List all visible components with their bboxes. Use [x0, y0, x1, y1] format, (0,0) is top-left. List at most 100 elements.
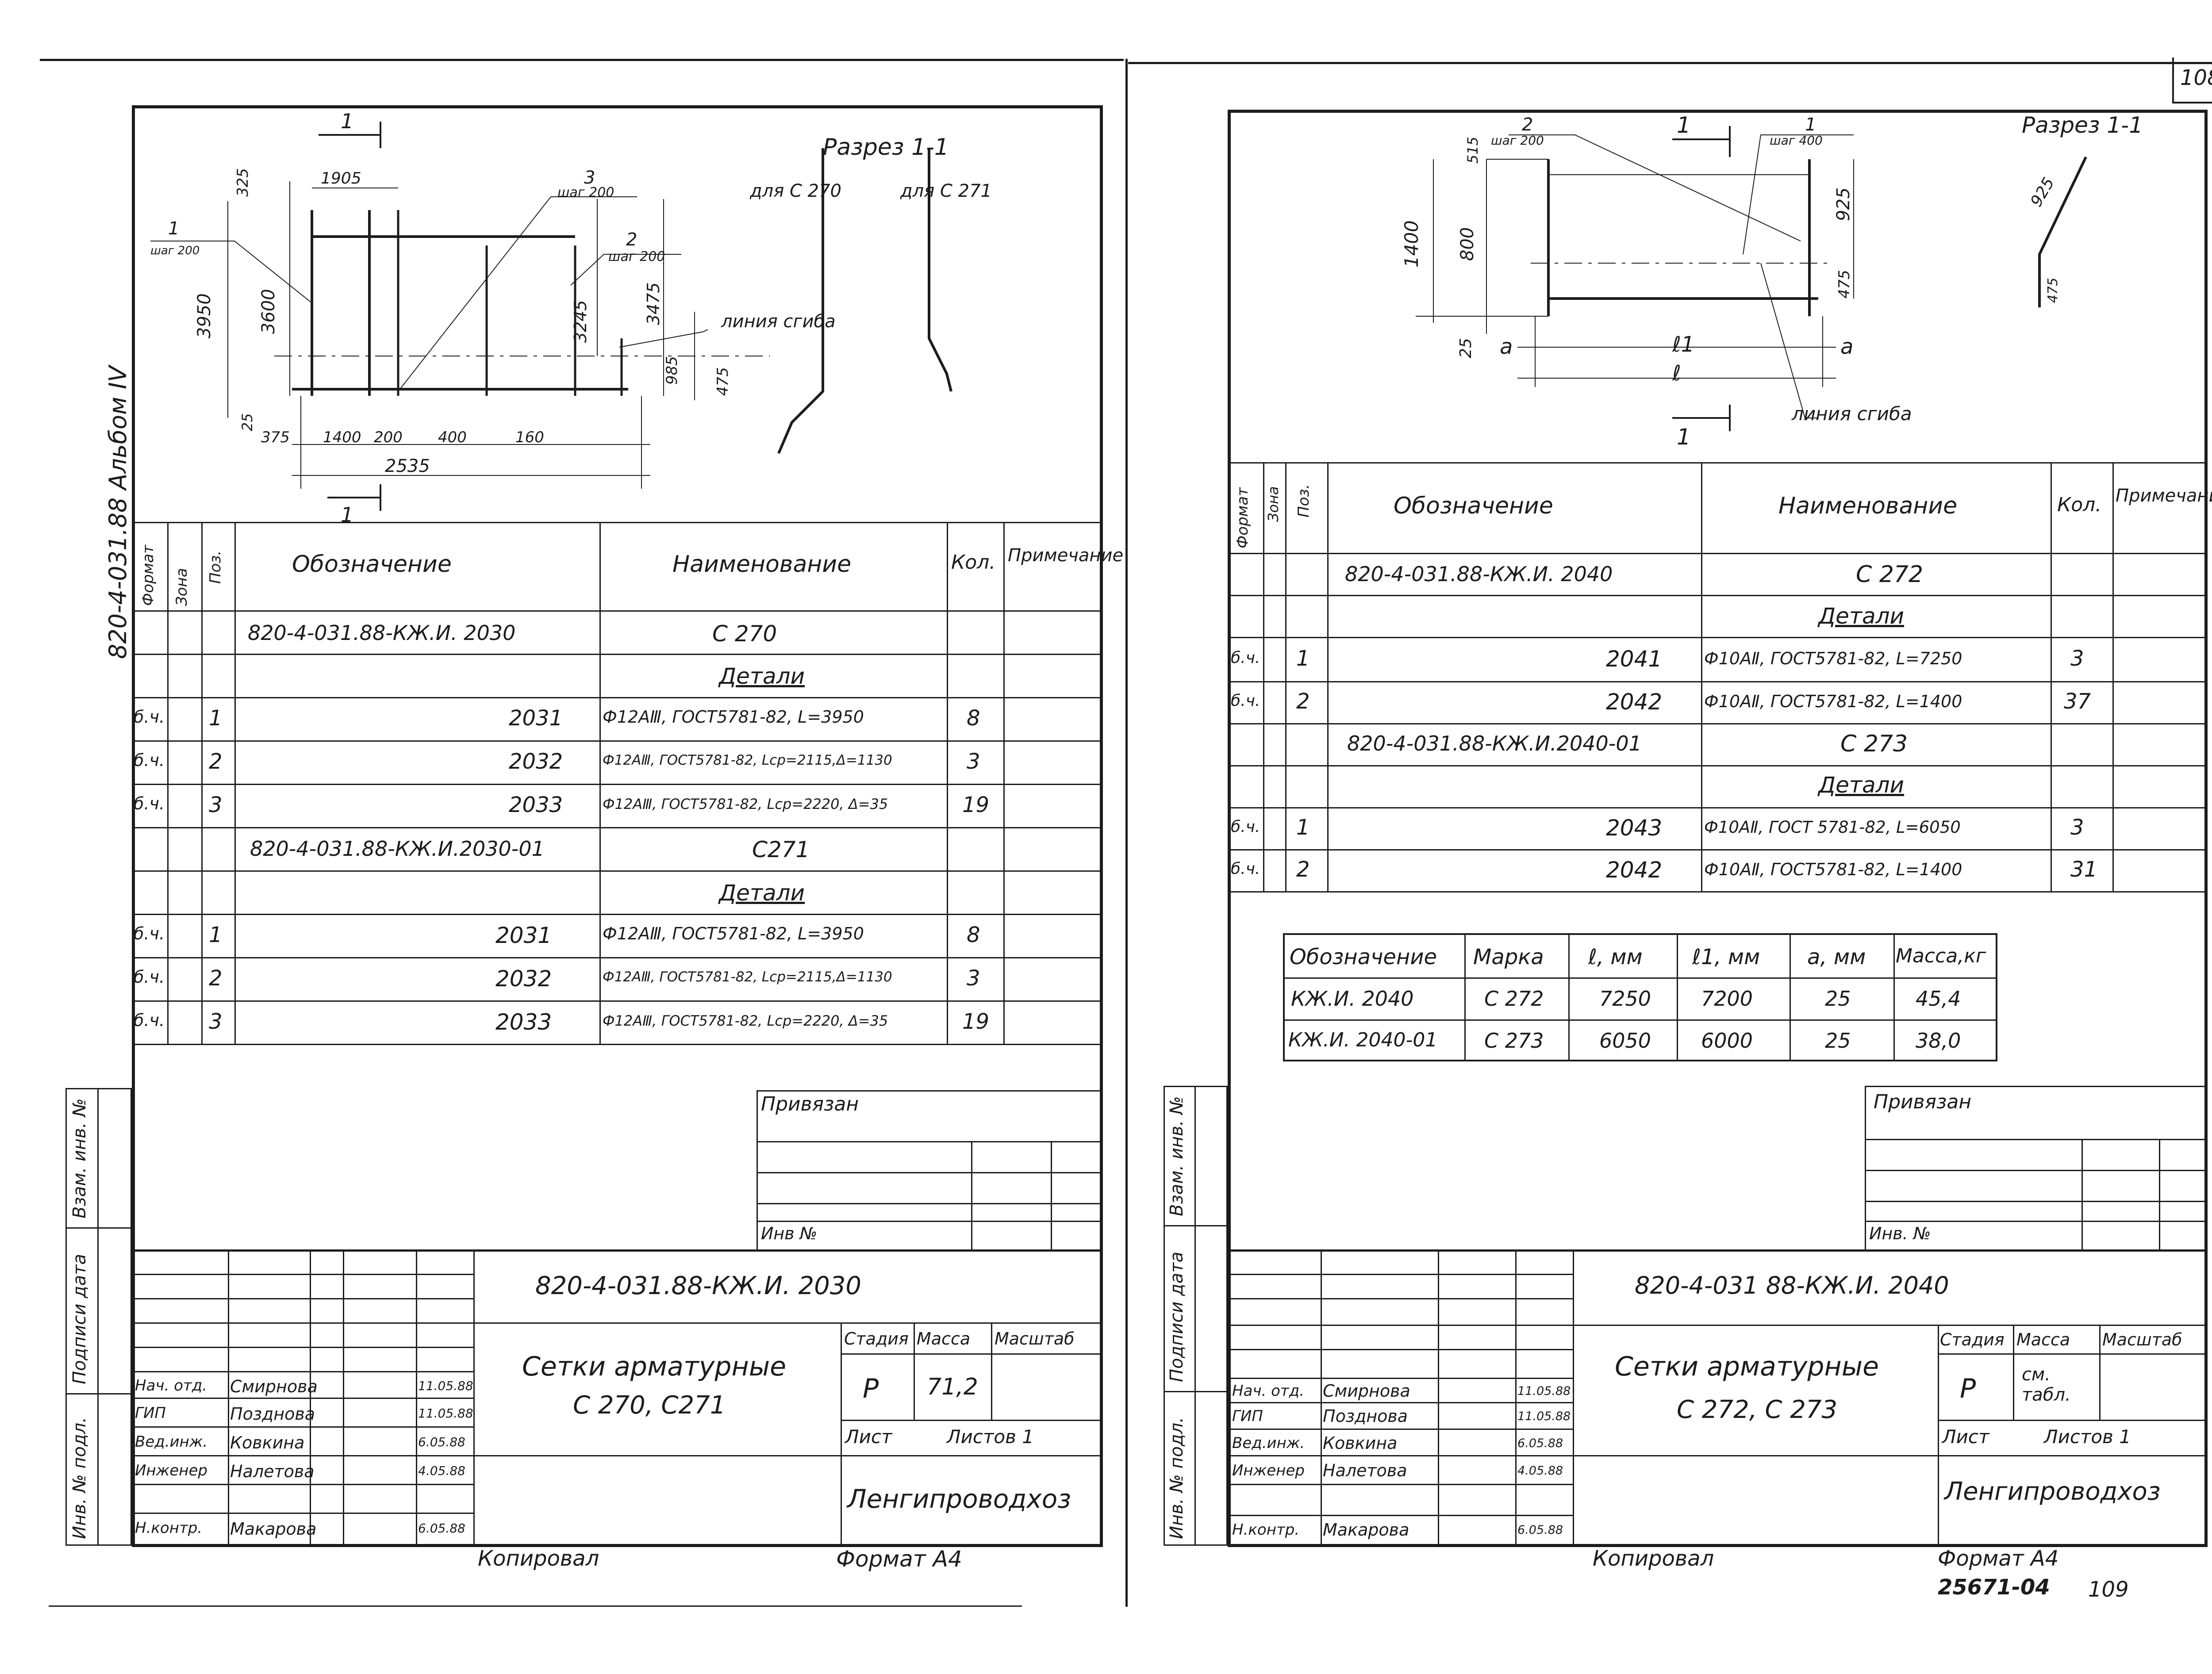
right-spec-row-qty: 3: [2070, 815, 2084, 840]
left-dim-985: 985: [663, 356, 681, 385]
right-spec-row-format: б.ч.: [1231, 860, 1260, 878]
right-title-col: [1573, 1249, 1574, 1546]
right-spec-header-format: Формат: [1234, 487, 1252, 548]
right-person-name: Позднова: [1323, 1406, 1408, 1426]
left-leader-pos3: [398, 196, 637, 392]
left-spec-row-designation: 2033: [495, 1009, 552, 1035]
right-spec-row-format: б.ч.: [1231, 692, 1260, 710]
right-person-role: Инженер: [1232, 1462, 1305, 1479]
right-section-d925: 925: [2027, 174, 2058, 210]
left-sheet: [132, 105, 1103, 1547]
left-spec-row-name: С271: [752, 837, 810, 862]
right-params-cell: 6000: [1701, 1029, 1753, 1053]
right-title-col: [1321, 1249, 1322, 1546]
left-spec-col: [234, 522, 236, 1044]
right-spec-header-note: Примечание: [2116, 486, 2212, 506]
left-person-name: Смирнова: [230, 1377, 318, 1396]
right-spec-row-name: С 272: [1856, 561, 1924, 588]
left-dim-200: 200: [374, 429, 403, 446]
left-title-col: [416, 1249, 417, 1546]
right-params-cell: С 273: [1484, 1029, 1544, 1053]
left-title-grid-rule: [133, 1426, 473, 1428]
right-params-header: a, мм: [1807, 945, 1866, 969]
left-spec-rule: [133, 522, 1102, 523]
footer-number: 25671-04: [1938, 1575, 2050, 1600]
right-binding-rule: [1865, 1201, 2208, 1202]
left-spec-rule: [133, 1044, 1102, 1045]
left-dim-3475: 3475: [644, 282, 663, 325]
right-spec-header-pos: Поз.: [1295, 484, 1313, 517]
left-spec-rule: [133, 870, 1102, 872]
right-dim-a: a: [1840, 334, 1853, 359]
right-person-name: Налетова: [1323, 1461, 1407, 1480]
left-dim-3600: 3600: [258, 289, 279, 334]
right-spec-row-name: С 273: [1840, 731, 1908, 757]
right-person-role: Вед.инж.: [1232, 1434, 1305, 1452]
left-spec-col: [201, 522, 203, 1044]
right-title-grid-rule: [1230, 1515, 1573, 1516]
left-title-grid-rule: [133, 1513, 473, 1514]
left-pos-3-step: шаг 200: [557, 185, 614, 200]
right-spec-row-designation: 2041: [1606, 646, 1663, 672]
right-leader-bend: [1760, 263, 1818, 418]
left-spec-col: [167, 522, 169, 1044]
left-leader-pos1: [150, 241, 312, 303]
left-dim-475: 475: [714, 367, 732, 396]
right-title-name: Сетки арматурные: [1615, 1351, 1879, 1382]
left-title-rule: [841, 1420, 1102, 1421]
left-person-date: 11.05.88: [418, 1406, 473, 1421]
left-pos-3: 3: [584, 168, 595, 188]
left-spec-rule: [133, 610, 1102, 612]
right-params-cell: 38,0: [1916, 1029, 1961, 1053]
right-spec-row-format: б.ч.: [1231, 818, 1260, 836]
right-side-label-inv: Инв. № подл.: [1167, 1417, 1187, 1539]
left-spec-row-name: Ф12АⅢ, ГОСТ5781-82, Lср=2220, Δ=35: [603, 796, 888, 812]
left-person-role: Инженер: [135, 1462, 207, 1479]
right-bend-label: линия сгиба: [1791, 403, 1912, 425]
left-spec-row-designation: 2032: [495, 966, 552, 992]
right-spec-row-name: Ф10АⅡ, ГОСТ5781-82, L=7250: [1704, 649, 1962, 668]
right-person-name: Макарова: [1323, 1520, 1409, 1540]
left-spec-row-details: Детали: [719, 880, 805, 906]
right-spec-col: [2051, 462, 2052, 891]
left-binding-rule: [757, 1141, 1102, 1142]
left-person-role: Нач. отд.: [135, 1377, 207, 1394]
left-leader-pos2: [570, 254, 681, 286]
right-spec-rule: [1230, 462, 2205, 464]
right-params-rule: [1283, 977, 1997, 979]
left-person-role: Вед.инж.: [135, 1433, 208, 1451]
right-copied-label: Копировал: [1593, 1546, 1714, 1571]
right-params-col: [1893, 933, 1895, 1061]
left-dim-3245: 3245: [571, 300, 590, 343]
top-rule-left: [40, 59, 1124, 61]
left-spec-row-name: Ф12АⅢ, ГОСТ5781-82, Lср=2115,Δ=1130: [603, 969, 892, 985]
left-copied-label: Копировал: [478, 1546, 599, 1571]
left-spec-rule: [133, 914, 1102, 915]
left-binding-col: [1051, 1141, 1052, 1249]
right-params-header: Марка: [1473, 945, 1544, 969]
left-spec-row-name: Ф12АⅢ, ГОСТ5781-82, Lср=2220, Δ=35: [603, 1012, 888, 1029]
left-title-grid-rule: [133, 1347, 473, 1348]
left-spec-rule: [133, 697, 1102, 698]
center-divider: [1125, 59, 1128, 1607]
right-cut-label: 1: [1677, 112, 1691, 138]
right-side-strip-rule: [1164, 1391, 1228, 1392]
left-spec-row-designation: 2032: [509, 749, 563, 774]
right-params-header: Обозначение: [1290, 945, 1437, 969]
right-params-header: Масса,кг: [1896, 945, 1986, 967]
left-spec-header-name: Наименование: [672, 551, 852, 578]
left-title-marks: С 270, С271: [573, 1391, 726, 1420]
left-title-grid-rule: [133, 1298, 473, 1299]
left-title-grid-rule: [133, 1274, 473, 1275]
left-section-c271: [928, 148, 952, 392]
right-binding-label: Привязан: [1874, 1091, 1972, 1113]
left-title-col: [991, 1322, 992, 1420]
right-side-strip-rule: [1164, 1225, 1228, 1226]
right-params-cell: КЖ.И. 2040-01: [1288, 1029, 1438, 1051]
left-person-name: Макарова: [230, 1519, 317, 1539]
right-person-date: 4.05.88: [1517, 1464, 1563, 1478]
right-spec-rule: [1230, 637, 2205, 638]
right-spec-rule: [1230, 595, 2205, 596]
left-spec-header-pos: Поз.: [207, 550, 224, 584]
right-side-label-signature: Подписи дата: [1167, 1251, 1187, 1382]
